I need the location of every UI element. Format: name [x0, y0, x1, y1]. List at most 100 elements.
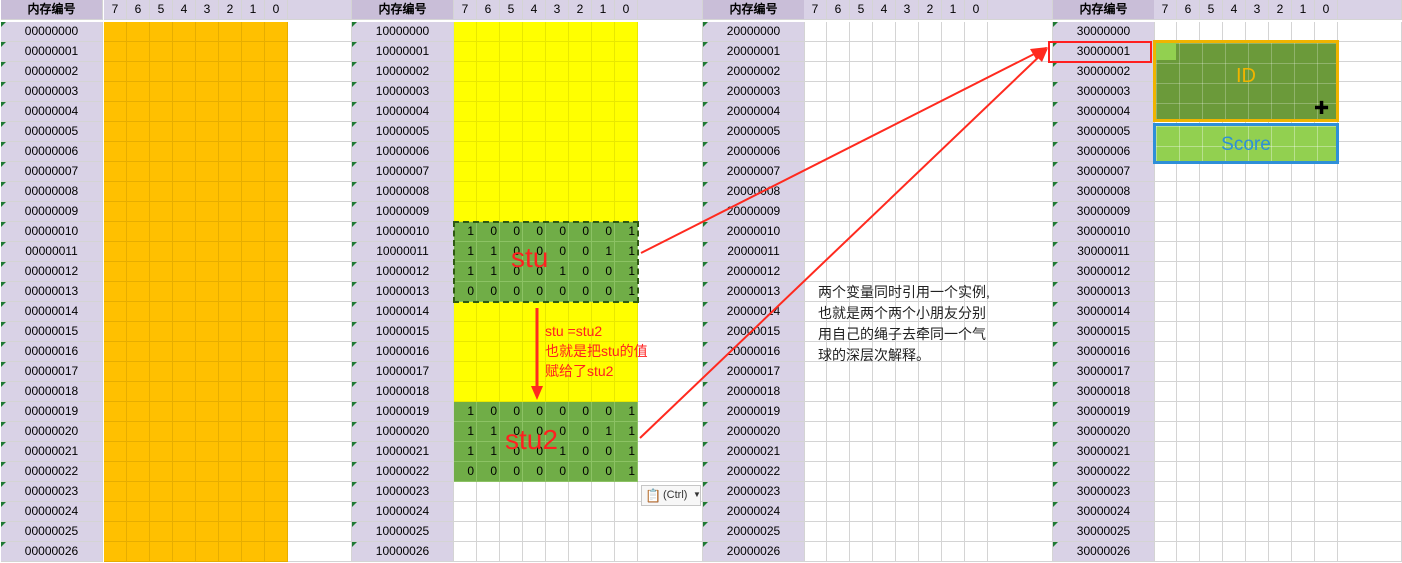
group-4-bit-cell[interactable]: [1269, 182, 1292, 202]
group-3-bit-cell[interactable]: [804, 182, 827, 202]
group-2-bit-cell[interactable]: [523, 62, 546, 82]
empty-cell[interactable]: [988, 162, 1053, 182]
empty-cell[interactable]: [288, 402, 352, 422]
group-4-bit-cell[interactable]: [1246, 322, 1269, 342]
group-1-bit-cell[interactable]: [104, 522, 127, 542]
group-4-bit-cell[interactable]: [1177, 22, 1200, 42]
stu2-bit-cell[interactable]: 0: [454, 462, 477, 482]
group-4-bit-cell[interactable]: [1269, 342, 1292, 362]
group-4-bit-cell[interactable]: [1154, 282, 1177, 302]
stu2-bit-cell[interactable]: 1: [615, 462, 638, 482]
group-1-bit-cell[interactable]: [127, 522, 150, 542]
group-3-bit-cell[interactable]: [942, 102, 965, 122]
group-4-bit-cell[interactable]: [1177, 382, 1200, 402]
group-1-bit-cell[interactable]: [219, 342, 242, 362]
group-3-bit-cell[interactable]: [919, 82, 942, 102]
group-4-bit-cell[interactable]: [1200, 382, 1223, 402]
group-4-bit-cell[interactable]: [1154, 362, 1177, 382]
group-1-bit-cell[interactable]: [104, 322, 127, 342]
group-2-bit-cell[interactable]: [546, 22, 569, 42]
group-2-bit-cell[interactable]: [454, 82, 477, 102]
group-4-bit-cell[interactable]: [1246, 382, 1269, 402]
group-4-bit-cell[interactable]: [1315, 362, 1338, 382]
group-2-bit-cell[interactable]: [477, 162, 500, 182]
group-3-address[interactable]: 20000013: [703, 282, 805, 302]
group-1-bit-cell[interactable]: [150, 62, 173, 82]
group-2-bit-cell[interactable]: [454, 62, 477, 82]
group-2-bit-cell[interactable]: [546, 382, 569, 402]
group-1-bit-cell[interactable]: [104, 402, 127, 422]
group-4-bit-cell[interactable]: [1200, 182, 1223, 202]
empty-cell[interactable]: [638, 202, 703, 222]
group-3-bit-cell[interactable]: [942, 202, 965, 222]
empty-cell[interactable]: [988, 62, 1053, 82]
group-1-bit-cell[interactable]: [173, 182, 196, 202]
group-3-bit-cell[interactable]: [873, 102, 896, 122]
stu2-bit-cell[interactable]: 0: [523, 402, 546, 422]
group-4-bit-cell[interactable]: [1246, 222, 1269, 242]
group-1-bit-cell[interactable]: [219, 362, 242, 382]
group-2-bit-cell[interactable]: [454, 202, 477, 222]
empty-cell[interactable]: [988, 522, 1053, 542]
group-4-bit-cell[interactable]: [1292, 282, 1315, 302]
group-1-bit-cell[interactable]: [196, 62, 219, 82]
group-2-bit-cell[interactable]: [592, 522, 615, 542]
group-3-bit-cell[interactable]: [873, 482, 896, 502]
group-2-address[interactable]: 10000024: [352, 502, 454, 522]
group-1-bit-cell[interactable]: [104, 362, 127, 382]
group-3-bit-cell[interactable]: [919, 262, 942, 282]
group-4-bit-cell[interactable]: [1246, 282, 1269, 302]
group-4-bit-cell[interactable]: [1154, 522, 1177, 542]
group-4-bit-cell[interactable]: [1269, 482, 1292, 502]
group-2-bit-cell[interactable]: [592, 542, 615, 562]
group-3-bit-cell[interactable]: [919, 402, 942, 422]
group-4-bit-cell[interactable]: [1223, 482, 1246, 502]
selected-cell-30000001[interactable]: [1048, 41, 1152, 63]
group-3-bit-cell[interactable]: [919, 422, 942, 442]
group-4-bit-cell[interactable]: [1269, 22, 1292, 42]
group-2-bit-cell[interactable]: [592, 362, 615, 382]
group-4-bit-cell[interactable]: [1200, 342, 1223, 362]
group-4-bit-cell[interactable]: [1269, 162, 1292, 182]
group-2-bit-cell[interactable]: [477, 82, 500, 102]
group-1-address[interactable]: 00000020: [1, 422, 103, 442]
group-3-bit-cell[interactable]: [896, 382, 919, 402]
empty-cell[interactable]: [638, 122, 703, 142]
group-4-bit-cell[interactable]: [1200, 402, 1223, 422]
group-1-bit-cell[interactable]: [127, 362, 150, 382]
empty-cell[interactable]: [988, 22, 1053, 42]
group-4-bit-cell[interactable]: [1246, 482, 1269, 502]
group-1-bit-cell[interactable]: [173, 202, 196, 222]
group-3-bit-cell[interactable]: [919, 42, 942, 62]
group-2-address[interactable]: 10000009: [352, 202, 454, 222]
group-1-bit-cell[interactable]: [104, 122, 127, 142]
group-4-address[interactable]: 30000017: [1053, 362, 1155, 382]
group-2-bit-cell[interactable]: [546, 482, 569, 502]
group-4-bit-cell[interactable]: [1246, 342, 1269, 362]
group-3-bit-cell[interactable]: [827, 82, 850, 102]
group-1-bit-cell[interactable]: [150, 102, 173, 122]
group-2-bit-cell[interactable]: [523, 502, 546, 522]
group-1-bit-cell[interactable]: [127, 42, 150, 62]
group-1-bit-cell[interactable]: [127, 282, 150, 302]
stu2-bit-cell[interactable]: 0: [546, 462, 569, 482]
group-2-bit-cell[interactable]: [569, 362, 592, 382]
group-4-bit-cell[interactable]: [1200, 22, 1223, 42]
group-4-bit-cell[interactable]: [1177, 522, 1200, 542]
group-1-bit-cell[interactable]: [265, 542, 288, 562]
group-4-bit-cell[interactable]: [1154, 322, 1177, 342]
empty-cell[interactable]: [638, 62, 703, 82]
stu2-bit-cell[interactable]: 0: [523, 442, 546, 462]
group-2-bit-cell[interactable]: [546, 142, 569, 162]
group-4-bit-cell[interactable]: [1292, 542, 1315, 562]
empty-cell[interactable]: [288, 122, 352, 142]
group-2-bit-cell[interactable]: [523, 362, 546, 382]
stu2-bit-cell[interactable]: 0: [523, 422, 546, 442]
group-4-address[interactable]: 30000024: [1053, 502, 1155, 522]
group-2-bit-cell[interactable]: [546, 182, 569, 202]
group-2-bit-cell[interactable]: [523, 142, 546, 162]
group-3-bit-cell[interactable]: [919, 182, 942, 202]
group-1-bit-cell[interactable]: [150, 142, 173, 162]
empty-cell[interactable]: [1338, 262, 1402, 282]
group-1-bit-cell[interactable]: [242, 302, 265, 322]
